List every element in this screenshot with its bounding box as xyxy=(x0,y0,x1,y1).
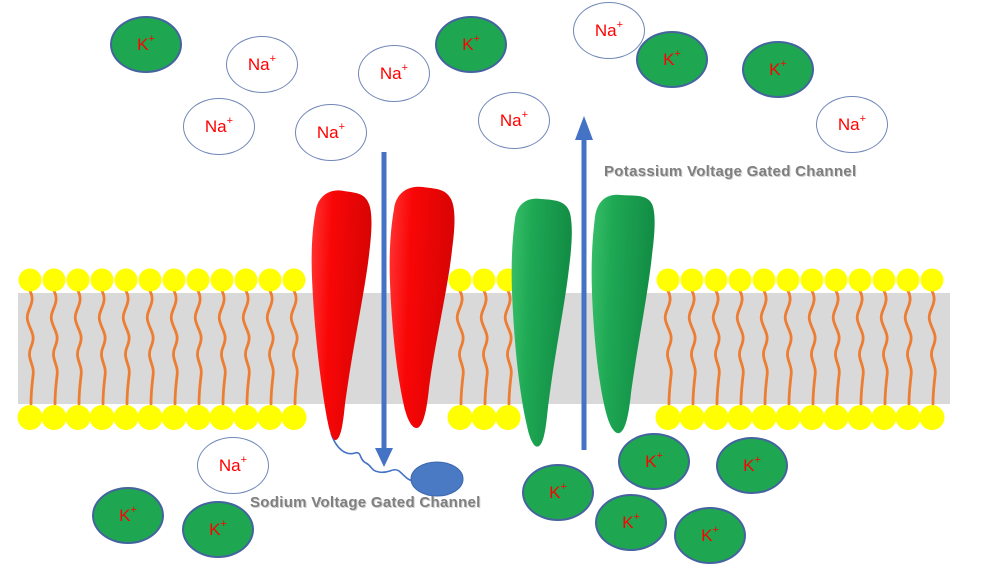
sodium-ion: Na+ xyxy=(816,96,888,153)
inactivation-ball-icon xyxy=(410,461,464,497)
potassium-ion: K+ xyxy=(182,501,254,558)
sodium-channel-label: Sodium Voltage Gated Channel xyxy=(250,494,481,511)
sodium-ion: Na+ xyxy=(295,104,367,161)
sodium-channel-right-subunit xyxy=(389,186,455,429)
sodium-ion: Na+ xyxy=(226,36,298,93)
potassium-channel-shape xyxy=(511,194,655,447)
potassium-channel-label: Potassium Voltage Gated Channel xyxy=(604,163,857,180)
inactivation-chain-line xyxy=(330,432,414,482)
potassium-ion: K+ xyxy=(636,31,708,88)
potassium-ion: K+ xyxy=(674,507,746,564)
potassium-ion: K+ xyxy=(110,16,182,73)
potassium-ion: K+ xyxy=(742,41,814,98)
potassium-ion: K+ xyxy=(92,487,164,544)
lipid-heads-top xyxy=(18,268,944,292)
sodium-ion: Na+ xyxy=(573,2,645,59)
sodium-channel-shape xyxy=(311,186,455,441)
sodium-ion: Na+ xyxy=(197,437,269,494)
potassium-channel-right-subunit xyxy=(591,194,655,434)
sodium-ion: Na+ xyxy=(358,45,430,102)
sodium-influx-arrow-icon xyxy=(375,152,393,467)
sodium-ion: Na+ xyxy=(183,98,255,155)
potassium-ion: K+ xyxy=(618,433,690,490)
potassium-ion: K+ xyxy=(435,16,507,73)
potassium-ion: K+ xyxy=(522,464,594,521)
sodium-channel-left-subunit xyxy=(311,190,372,441)
lipid-heads-bottom xyxy=(17,405,945,430)
potassium-ion: K+ xyxy=(595,494,667,551)
sodium-ion: Na+ xyxy=(478,92,550,149)
potassium-efflux-arrow-icon xyxy=(575,116,593,450)
potassium-channel-left-subunit xyxy=(511,198,572,447)
potassium-ion: K+ xyxy=(716,437,788,494)
